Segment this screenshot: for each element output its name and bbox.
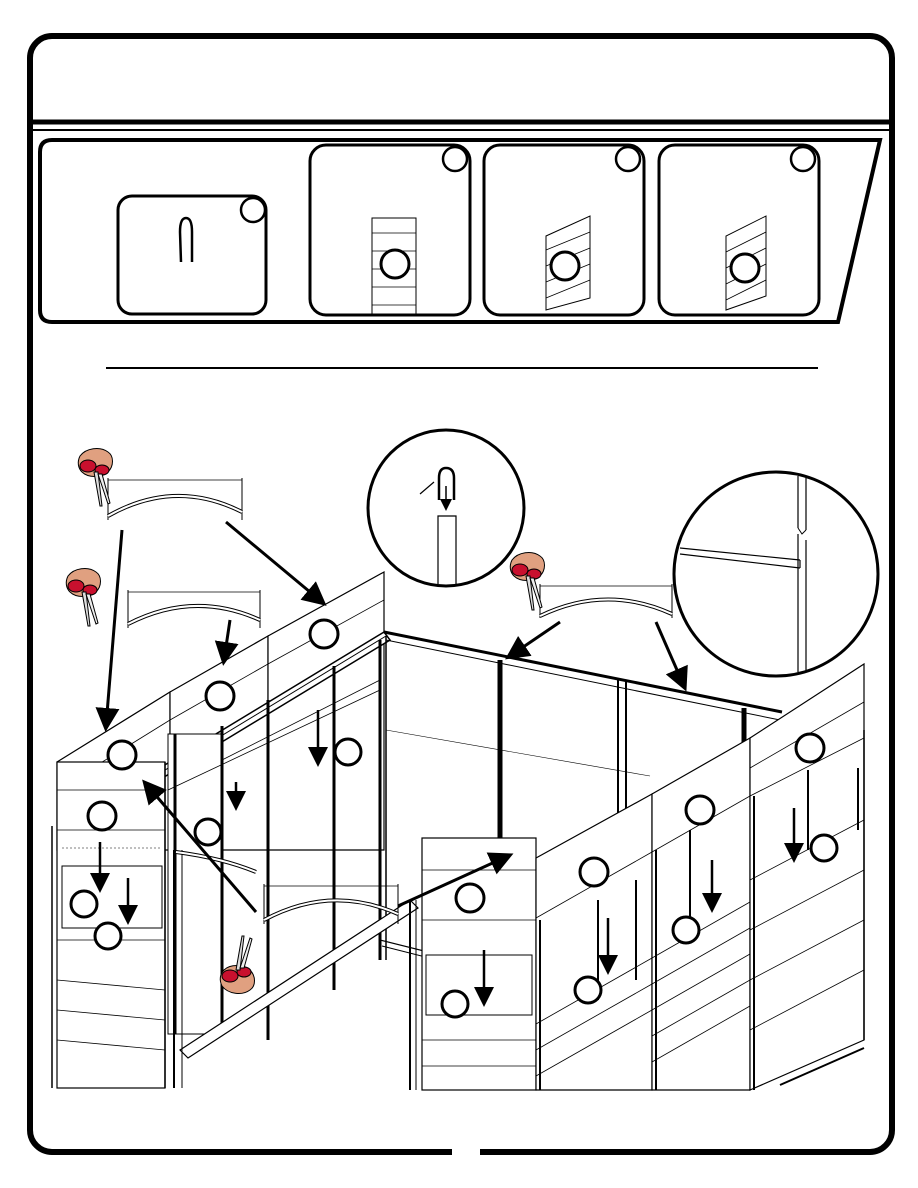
front-right-wall — [410, 664, 864, 1090]
panel-part-box-b — [484, 145, 644, 315]
page-number — [452, 1146, 480, 1166]
staple-part-box — [118, 196, 266, 314]
callout-circle — [443, 147, 467, 171]
scissors-icon — [510, 553, 544, 610]
corner-detail-icon — [674, 472, 878, 676]
panel-part-box-c — [659, 145, 819, 315]
scissors-icon — [66, 569, 100, 626]
callout-circle — [551, 252, 579, 280]
callout-circle — [241, 198, 265, 222]
callout-circle — [731, 254, 759, 282]
parts-panel — [40, 140, 880, 322]
callout-circle — [381, 250, 409, 278]
panel-part-box-a — [310, 145, 470, 315]
callout-circle — [791, 147, 815, 171]
scissors-icon — [220, 936, 254, 993]
scissors-icon — [78, 449, 112, 506]
assembly-diagram — [52, 430, 878, 1090]
callout-circle — [616, 147, 640, 171]
header-rule — [33, 122, 889, 130]
staple-detail-icon — [368, 430, 524, 586]
